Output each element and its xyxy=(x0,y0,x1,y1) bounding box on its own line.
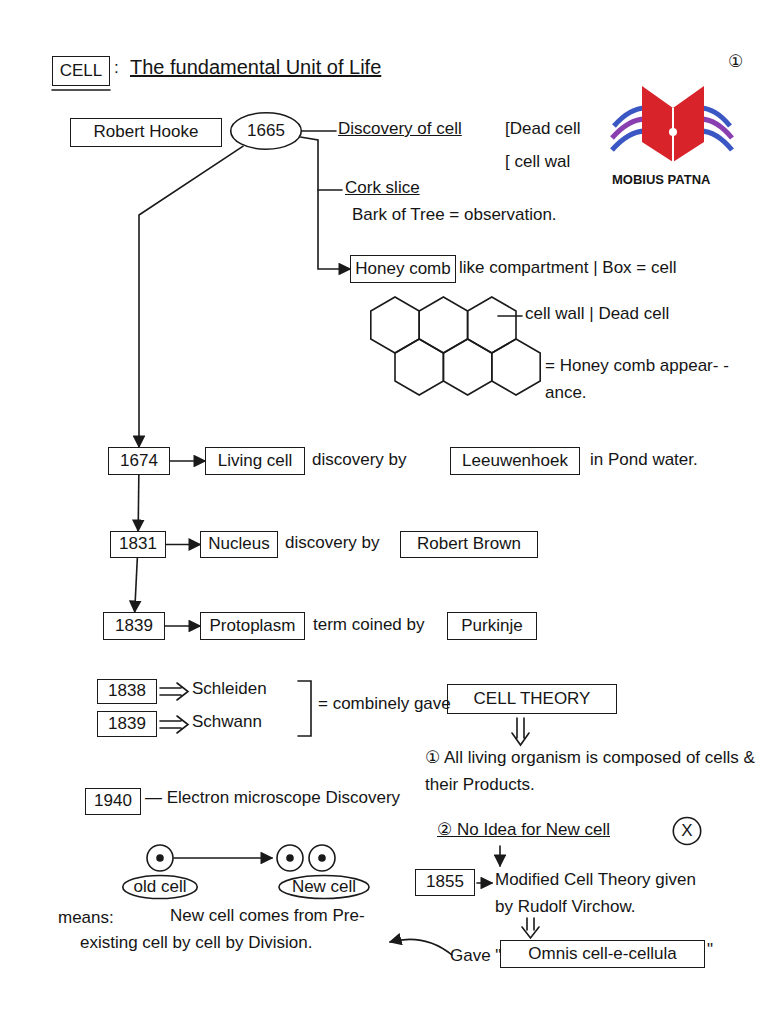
node-text: Protoplasm xyxy=(210,617,296,636)
double-arrow xyxy=(160,716,188,733)
node-text: 1855 xyxy=(426,873,464,892)
timeline-arrow xyxy=(300,137,350,269)
curved-arrow xyxy=(390,939,452,955)
bracket xyxy=(298,681,311,736)
honeycomb-illustration xyxy=(371,297,540,395)
branch-line xyxy=(302,130,336,132)
note-text: [ cell wal xyxy=(505,152,605,172)
node-text: 1831 xyxy=(119,535,157,554)
node-text: Purkinje xyxy=(461,617,522,636)
arrow xyxy=(499,846,501,866)
note-text: New cell comes from Pre-existing cell by… xyxy=(80,902,380,956)
term-box: Protoplasm xyxy=(200,612,305,640)
heading-box: CELL xyxy=(52,56,110,86)
timeline-arrow xyxy=(165,625,200,627)
year-box: 1838 xyxy=(97,679,157,704)
note-text: Modified Cell Theory given by Rudolf Vir… xyxy=(495,866,700,920)
node-text: Honey comb xyxy=(355,260,450,279)
note-text: [Dead cell xyxy=(505,119,605,139)
timeline-arrow xyxy=(135,558,138,612)
year-box: 1839 xyxy=(97,711,157,737)
theory-point: ② No Idea for New cell xyxy=(437,820,667,840)
year-ellipse: 1665 xyxy=(230,112,302,150)
double-arrow xyxy=(512,718,529,745)
node-text: 1839 xyxy=(115,617,153,636)
note-text: = Honey comb appear- -ance. xyxy=(545,352,745,406)
double-arrow xyxy=(160,683,188,700)
page-title: The fundamental Unit of Life xyxy=(130,56,381,79)
timeline-arrow xyxy=(139,146,244,447)
node-text: Robert Brown xyxy=(417,535,521,554)
note-text: discovery by xyxy=(285,533,400,553)
node-text: CELL xyxy=(60,62,103,81)
note-text: Bark of Tree = observation. xyxy=(352,205,632,225)
logo-book xyxy=(612,86,732,162)
cell-division-illustration xyxy=(147,845,335,871)
scientist-box: Robert Hooke xyxy=(70,118,222,147)
note-text: — Electron microscope Discovery xyxy=(145,788,425,808)
node-text: 1839 xyxy=(108,715,146,734)
node-text: 1838 xyxy=(108,682,146,701)
separator: : xyxy=(114,58,128,78)
quote-box: Omnis cell-e-cellula xyxy=(500,940,705,968)
year-box: 1940 xyxy=(85,788,141,815)
cell-label: old cell xyxy=(122,875,198,899)
timeline-arrow xyxy=(170,460,205,462)
term-box: Honey comb xyxy=(350,255,456,283)
timeline-arrow xyxy=(137,475,139,531)
timeline-arrow xyxy=(166,544,200,546)
note-text: Gave " xyxy=(450,946,502,966)
node-text: X xyxy=(681,822,692,841)
note-text: term coined by xyxy=(313,615,443,635)
theory-point: ① All living organism is composed of cel… xyxy=(425,744,760,798)
note-text: in Pond water. xyxy=(590,450,750,470)
node-text: 1940 xyxy=(94,792,132,811)
scientist-name: Schleiden xyxy=(192,679,292,699)
node-text: Leeuwenhoek xyxy=(462,452,568,471)
scientist-box: Purkinje xyxy=(447,612,537,640)
title-underline xyxy=(52,89,110,91)
node-text: Robert Hooke xyxy=(94,123,199,142)
note-text: = combinely gave xyxy=(318,694,448,714)
node-text: 1665 xyxy=(247,122,285,141)
logo-text: MOBIUS PATNA xyxy=(612,172,742,188)
node-text: Nucleus xyxy=(208,535,269,554)
node-text: Living cell xyxy=(218,452,293,471)
note-heading: Discovery of cell xyxy=(338,119,498,139)
node-text: CELL THEORY xyxy=(474,690,591,709)
callout-text: cell wall | Dead cell xyxy=(525,304,705,324)
note-heading: Cork slice xyxy=(345,178,445,198)
year-box: 1855 xyxy=(415,869,475,896)
node-text: New cell xyxy=(292,878,356,897)
year-box: 1839 xyxy=(103,612,165,640)
arrow xyxy=(477,882,492,884)
cell-label: New cell xyxy=(278,875,370,899)
scientist-box: Robert Brown xyxy=(400,531,538,558)
year-box: 1831 xyxy=(110,531,166,558)
page-number: ① xyxy=(728,52,762,72)
node-text: old cell xyxy=(134,878,187,897)
term-box: Living cell xyxy=(205,447,305,475)
note-text: discovery by xyxy=(312,450,442,470)
double-arrow xyxy=(522,918,539,938)
term-box: Nucleus xyxy=(200,531,278,558)
note-heading: means: xyxy=(58,908,118,928)
theory-box: CELL THEORY xyxy=(447,684,617,714)
note-text: " xyxy=(707,940,719,960)
year-box: 1674 xyxy=(108,447,170,475)
scientist-name: Schwann xyxy=(192,712,292,732)
leader-line xyxy=(498,315,522,317)
node-text: 1674 xyxy=(120,452,158,471)
cross-mark: X xyxy=(673,817,701,845)
note-text: like compartment | Box = cell xyxy=(459,258,729,278)
node-text: Omnis cell-e-cellula xyxy=(528,945,676,964)
scientist-box: Leeuwenhoek xyxy=(450,447,580,475)
branch-line xyxy=(318,189,342,191)
